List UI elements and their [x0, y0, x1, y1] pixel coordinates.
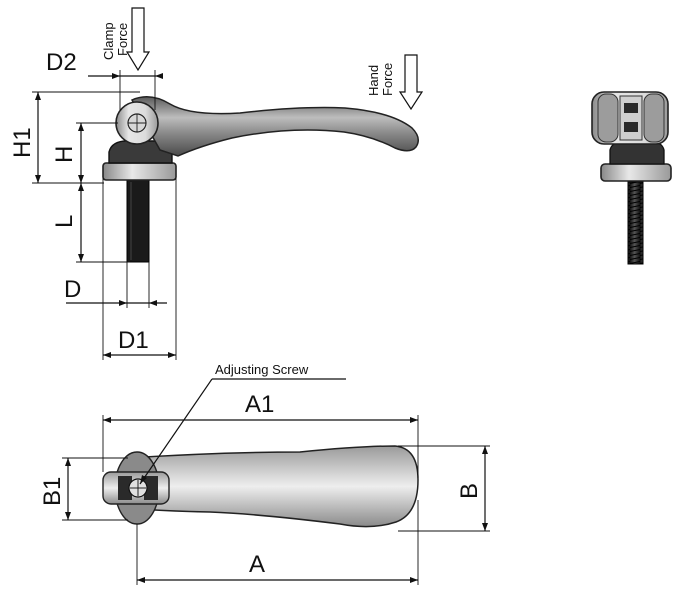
dim-d	[66, 262, 167, 308]
dim-b1	[62, 457, 128, 521]
dim-label-a1: A1	[245, 391, 274, 418]
end-view-cam-body	[609, 141, 665, 165]
dim-label-h1: H1	[9, 127, 36, 158]
dim-h1	[32, 91, 140, 184]
dim-label-b1: B1	[39, 477, 66, 506]
dim-d2	[88, 70, 163, 110]
dim-a	[136, 500, 419, 585]
end-view-stud	[627, 181, 644, 265]
hand-force-label-line2: Force	[380, 63, 395, 96]
clamp-force-arrow	[125, 7, 151, 72]
dim-label-h: H	[51, 146, 78, 163]
dim-a1	[102, 415, 419, 478]
adjusting-screw-leader	[139, 378, 346, 485]
dim-b	[398, 445, 490, 532]
top-view	[102, 445, 419, 528]
threaded-stud	[126, 179, 150, 263]
dim-label-l: L	[51, 215, 78, 228]
end-view	[591, 91, 672, 265]
hand-force-arrow	[398, 54, 424, 111]
base-washer	[102, 162, 177, 181]
lever-arm	[130, 96, 419, 157]
dim-h	[76, 122, 118, 183]
dim-label-d2: D2	[46, 49, 77, 76]
dim-label-a: A	[249, 551, 265, 578]
dim-label-b: B	[456, 483, 483, 499]
adjusting-screw-label: Adjusting Screw	[215, 362, 309, 377]
clamp-force-label-line2: Force	[115, 23, 130, 56]
top-view-lever	[127, 445, 419, 528]
dim-d1	[102, 178, 177, 360]
dim-label-d1: D1	[118, 327, 149, 354]
side-view	[102, 96, 419, 263]
end-view-washer	[600, 163, 672, 182]
clamp-force-label-line1: Clamp	[101, 22, 116, 60]
dim-label-d: D	[64, 276, 81, 303]
hand-force-label-line1: Hand	[366, 65, 381, 96]
